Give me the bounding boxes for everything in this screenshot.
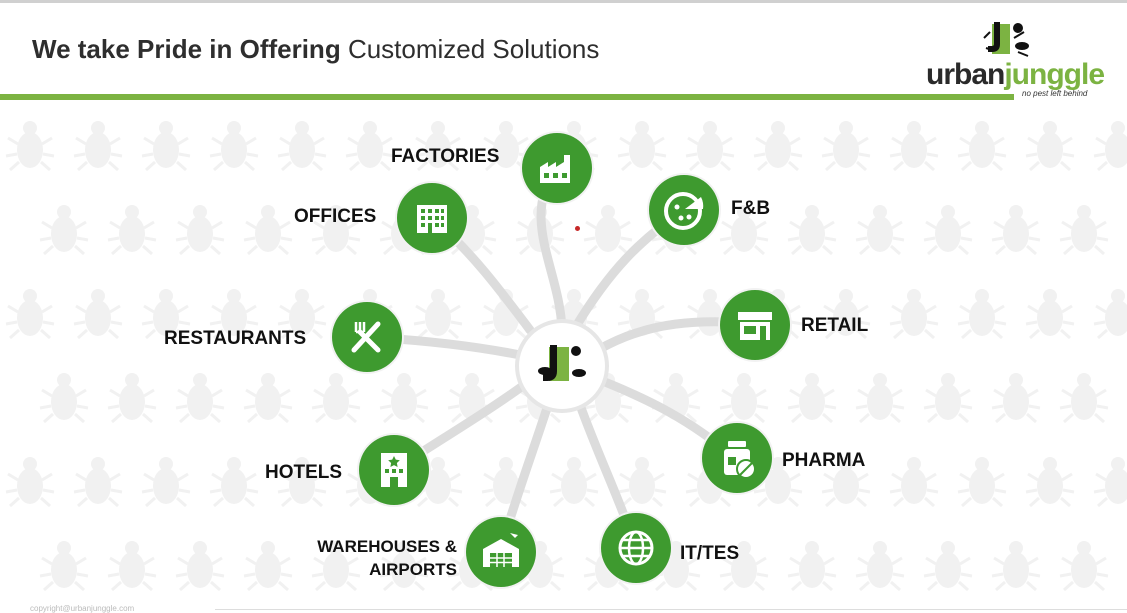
red-dot-marker	[575, 226, 580, 231]
segment-label-offices: OFFICES	[294, 206, 377, 227]
medicine-icon	[724, 441, 756, 479]
footer-divider	[215, 609, 1127, 610]
brand-tagline: no pest left behind	[1022, 89, 1088, 98]
brand-wordmark-dark: urban	[926, 58, 1005, 91]
segment-pharma[interactable]	[702, 423, 772, 493]
segment-warehouses-airports[interactable]	[466, 517, 536, 587]
factory-icon	[540, 155, 570, 183]
page-title-bold: We take Pride in Offering	[32, 34, 341, 64]
hotel-icon	[381, 453, 407, 487]
segment-label-it-tes: IT/TES	[680, 543, 740, 564]
segment-offices[interactable]	[397, 183, 467, 253]
header-accent-bar	[0, 94, 1014, 100]
office-building-icon	[417, 205, 447, 233]
page-title-regular: Customized Solutions	[347, 34, 600, 64]
segment-it-tes[interactable]	[601, 513, 671, 583]
segment-factories[interactable]	[522, 133, 592, 203]
segment-retail[interactable]	[720, 290, 790, 360]
top-border	[0, 0, 1127, 3]
footer-copyright: copyright@urbanjunggle.com	[30, 604, 135, 613]
segment-label-pharma: PHARMA	[782, 450, 866, 471]
center-logo-circle	[519, 323, 605, 409]
page-title: We take Pride in Offering Customized Sol…	[32, 34, 599, 65]
segment-label-retail: RETAIL	[801, 315, 869, 336]
fork-knife-icon	[351, 321, 381, 353]
segment-label-hotels: HOTELS	[265, 462, 343, 483]
pizza-icon	[664, 192, 704, 230]
globe-icon	[618, 530, 654, 566]
warehouse-icon	[483, 533, 519, 567]
brand-logo: urbanjunggle no pest left behind	[920, 18, 1105, 102]
brand-wordmark-green: junggle	[1004, 58, 1105, 91]
segment-hotels[interactable]	[359, 435, 429, 505]
segment-label-factories: FACTORIES	[391, 146, 500, 167]
segment-restaurants[interactable]	[332, 302, 402, 372]
segment-label-airports: AIRPORTS	[369, 560, 457, 579]
brand-wordmark: urbanjunggle	[926, 58, 1105, 92]
urban-junggle-logo-icon	[983, 22, 1029, 57]
urban-junggle-center-icon	[538, 345, 586, 381]
segment-label-warehouses-airports: WAREHOUSES & AIRPORTS	[300, 535, 457, 581]
segment-fnb[interactable]	[649, 175, 719, 245]
segment-label-fnb: F&B	[731, 198, 771, 219]
segment-label-restaurants: RESTAURANTS	[164, 328, 307, 349]
storefront-icon	[738, 312, 772, 340]
segment-label-warehouses: WAREHOUSES &	[317, 537, 457, 556]
